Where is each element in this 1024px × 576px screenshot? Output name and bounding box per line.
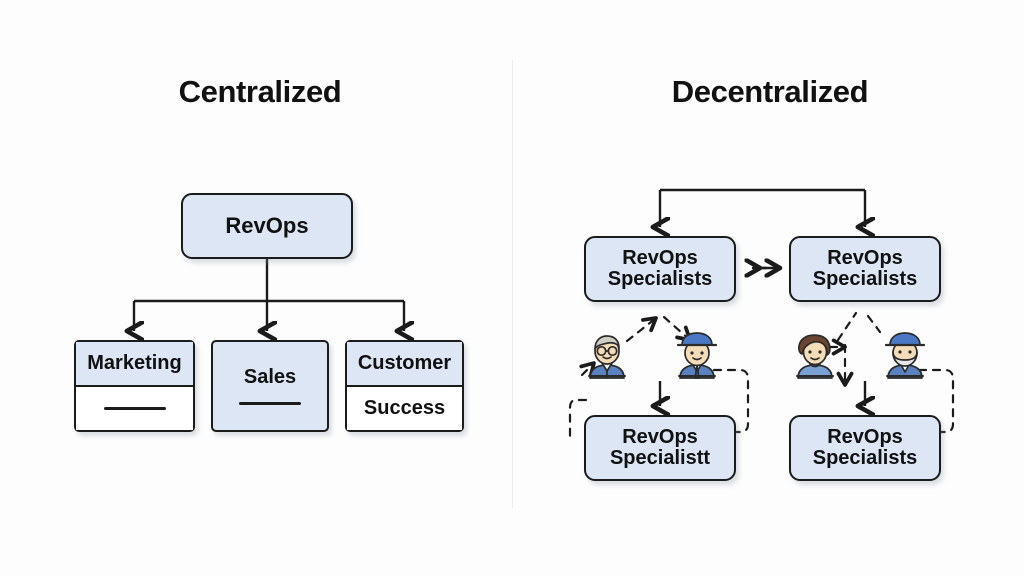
node-body xyxy=(76,387,193,430)
node-label-line2: Specialists xyxy=(812,447,918,469)
node-label-line1: RevOps xyxy=(827,246,903,269)
node-label: Sales xyxy=(243,365,297,388)
node-revops-specialists-top-right[interactable]: RevOps Specialists xyxy=(789,236,941,302)
node-label-line2: Specialists xyxy=(607,268,713,290)
panel-divider xyxy=(512,60,513,508)
node-customer-success[interactable]: Customer Success xyxy=(345,340,464,432)
placeholder-rule xyxy=(239,402,301,406)
node-marketing[interactable]: Marketing xyxy=(74,340,195,432)
node-sales[interactable]: Sales xyxy=(211,340,329,432)
person-gray-hair-glasses-icon xyxy=(588,335,626,379)
node-label: Marketing xyxy=(87,352,182,374)
node-label-line1: RevOps xyxy=(827,425,903,448)
node-label-line2: Specialistt xyxy=(609,447,711,469)
node-header-band: Marketing xyxy=(76,342,193,387)
person-blue-hat-beard-icon xyxy=(884,332,926,379)
node-revops-root[interactable]: RevOps xyxy=(181,193,353,259)
node-label: RevOps xyxy=(225,213,309,239)
node-revops-specialists-bottom-right[interactable]: RevOps Specialists xyxy=(789,415,941,481)
node-revops-specialists-bottom-left[interactable]: RevOps Specialistt xyxy=(584,415,736,481)
node-revops-specialists-top-left[interactable]: RevOps Specialists xyxy=(584,236,736,302)
person-blue-hat-icon xyxy=(676,332,718,379)
node-label: Customer xyxy=(357,352,452,374)
panel-title-centralized: Centralized xyxy=(178,74,342,109)
node-label-line1: RevOps xyxy=(622,425,698,448)
person-brown-curly-hair-icon xyxy=(796,334,834,379)
placeholder-rule xyxy=(103,407,166,410)
panel-title-decentralized: Decentralized xyxy=(671,74,869,109)
node-header-band: Customer xyxy=(347,342,462,387)
node-body: Success xyxy=(347,387,462,430)
node-label-line1: RevOps xyxy=(622,246,698,269)
node-sublabel: Success xyxy=(363,397,446,419)
node-label-line2: Specialists xyxy=(812,268,918,290)
